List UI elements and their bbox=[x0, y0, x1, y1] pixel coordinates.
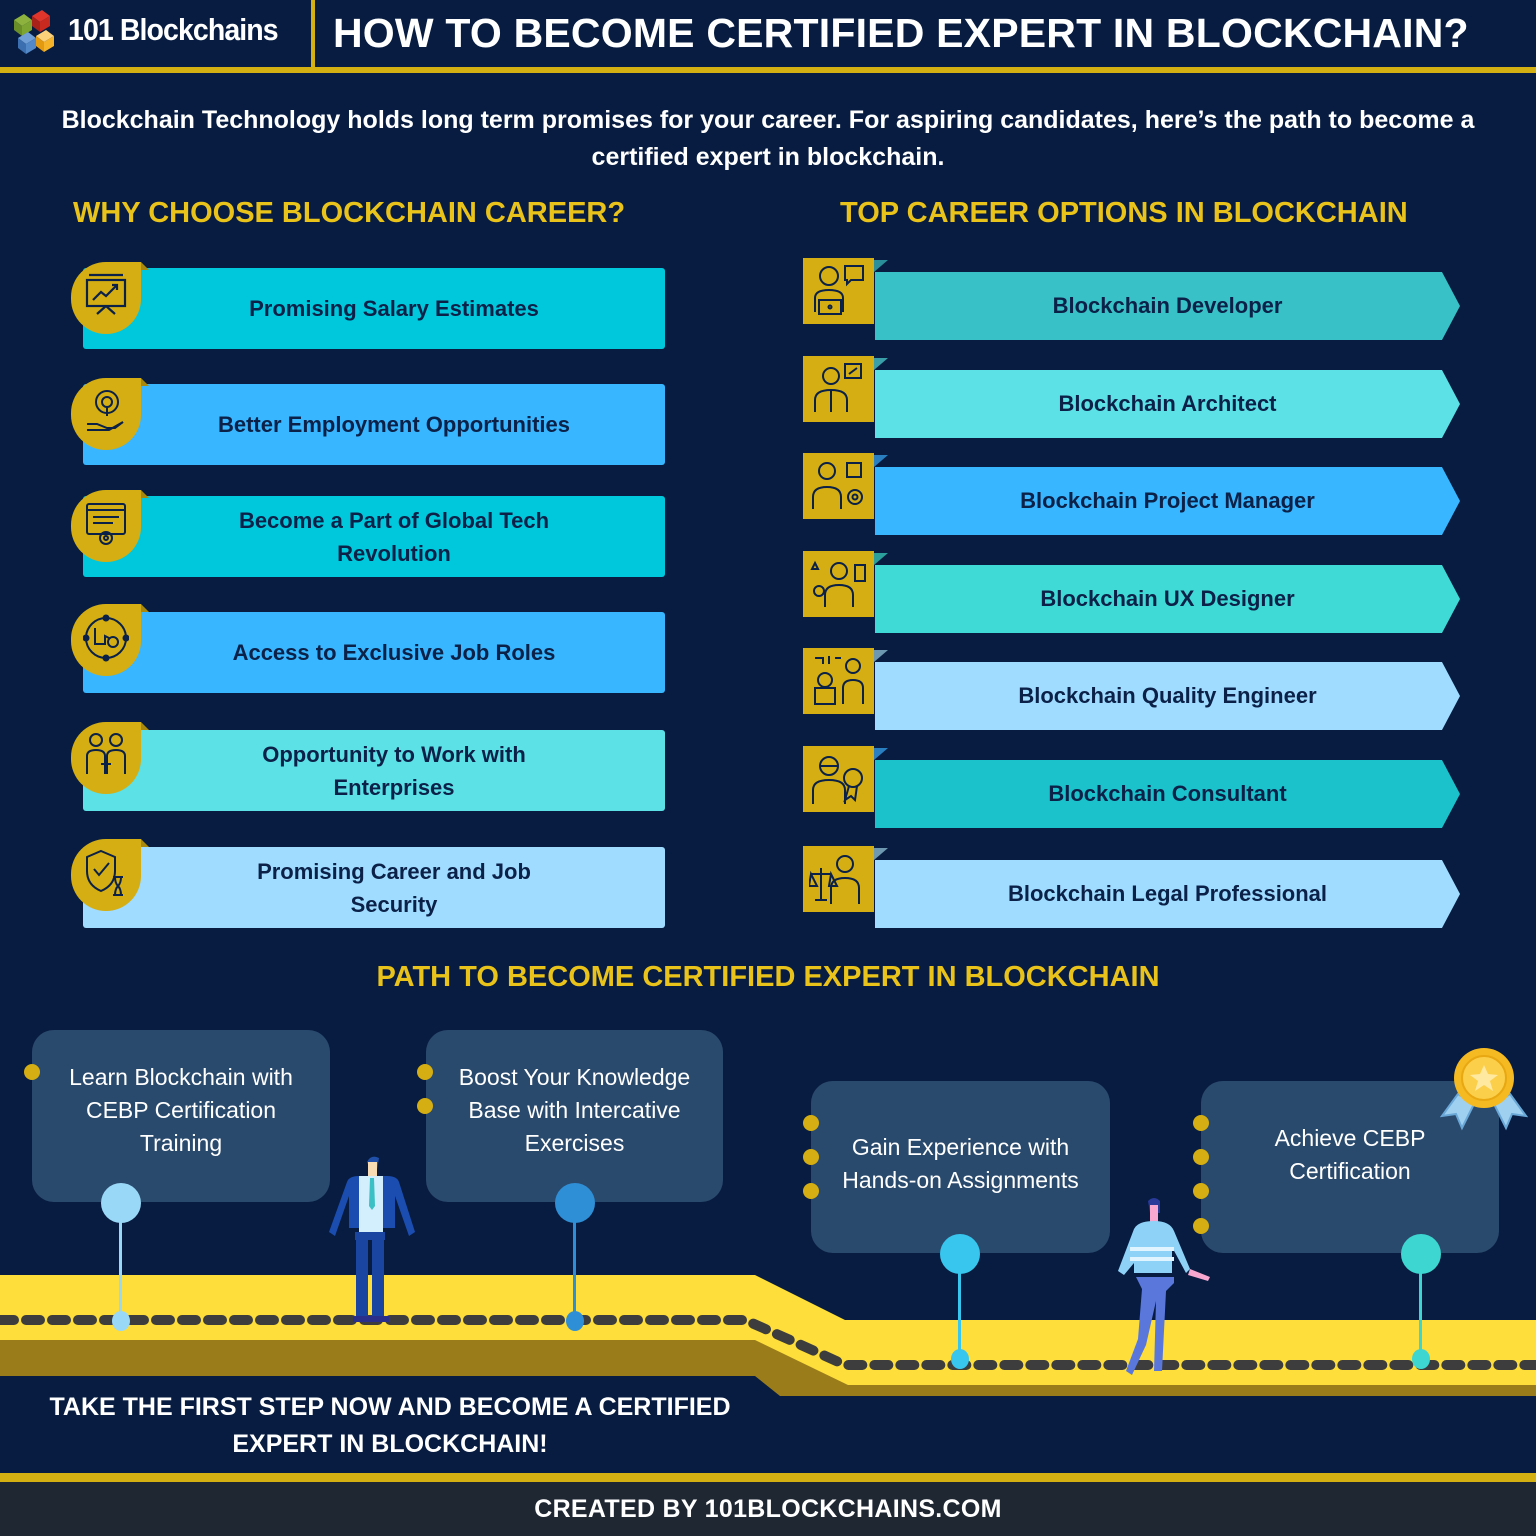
career-item-ux-designer: Blockchain UX Designer bbox=[875, 565, 1460, 633]
path-step-label: Achieve CEBP Certification bbox=[1274, 1125, 1426, 1184]
path-step-1-card: Learn Blockchain with CEBP Certification… bbox=[32, 1030, 330, 1202]
why-item-label: Promising Career and Job Security bbox=[257, 858, 531, 917]
medal-icon bbox=[1440, 1048, 1528, 1131]
why-item-security: Promising Career and Job Security bbox=[83, 847, 665, 928]
why-item-label: Better Employment Opportunities bbox=[217, 412, 571, 437]
career-item-label: Blockchain Legal Professional bbox=[1007, 881, 1328, 906]
career-item-label: Blockchain Quality Engineer bbox=[1018, 683, 1317, 708]
step-2-line bbox=[573, 1220, 576, 1312]
dot-decoration bbox=[417, 1064, 433, 1080]
career-item-developer: Blockchain Developer bbox=[875, 272, 1460, 340]
why-item-job-roles: Access to Exclusive Job Roles bbox=[83, 612, 665, 693]
intro-text: Blockchain Technology holds long term pr… bbox=[61, 106, 1475, 171]
fold-decoration bbox=[874, 650, 888, 662]
career-item-label: Blockchain Architect bbox=[1058, 391, 1277, 416]
path-step-3-card: Gain Experience with Hands-on Assignment… bbox=[811, 1081, 1110, 1253]
designer-icon bbox=[803, 551, 874, 617]
dot-decoration bbox=[803, 1149, 819, 1165]
fold-decoration bbox=[874, 358, 888, 370]
manager-gear-icon bbox=[803, 453, 874, 519]
path-step-label: Gain Experience with Hands-on Assignment… bbox=[842, 1134, 1079, 1193]
step-4-line bbox=[1419, 1270, 1422, 1356]
dot-decoration bbox=[24, 1064, 40, 1080]
why-item-revolution: Become a Part of Global Tech Revolution bbox=[83, 496, 665, 577]
page-title: HOW TO BECOME CERTIFIED EXPERT IN BLOCKC… bbox=[333, 10, 1469, 56]
architect-icon bbox=[803, 356, 874, 422]
why-item-label: Opportunity to Work with Enterprises bbox=[262, 741, 526, 800]
career-item-legal-professional: Blockchain Legal Professional bbox=[875, 860, 1460, 928]
step-4-anchor bbox=[1412, 1349, 1430, 1369]
dot-decoration bbox=[1193, 1115, 1209, 1131]
factory-gear-icon bbox=[71, 604, 149, 676]
dot-decoration bbox=[417, 1098, 433, 1114]
businessman-figure-icon bbox=[329, 1156, 415, 1322]
step-4-marker bbox=[1401, 1234, 1441, 1274]
fold-decoration bbox=[874, 553, 888, 565]
dot-decoration bbox=[1193, 1149, 1209, 1165]
footer-divider bbox=[0, 1473, 1536, 1482]
gear-hand-icon bbox=[71, 378, 149, 450]
career-item-consultant: Blockchain Consultant bbox=[875, 760, 1460, 828]
dot-decoration bbox=[803, 1115, 819, 1131]
walking-person-figure-icon bbox=[1118, 1198, 1210, 1375]
footer-bar: CREATED BY 101BLOCKCHAINS.COM bbox=[0, 1482, 1536, 1536]
header-bar: 101 Blockchains HOW TO BECOME CERTIFIED … bbox=[0, 0, 1536, 74]
lawyer-scale-icon bbox=[803, 846, 874, 912]
career-item-label: Blockchain Consultant bbox=[1048, 781, 1287, 806]
step-2-anchor bbox=[566, 1311, 584, 1331]
step-1-line bbox=[119, 1220, 122, 1312]
step-2-marker bbox=[555, 1183, 595, 1223]
career-item-label: Blockchain Project Manager bbox=[1020, 488, 1315, 513]
path-step-2-card: Boost Your Knowledge Base with Intercati… bbox=[426, 1030, 723, 1202]
why-item-employment: Better Employment Opportunities bbox=[83, 384, 665, 465]
why-item-label: Become a Part of Global Tech Revolution bbox=[238, 507, 550, 566]
step-3-marker bbox=[940, 1234, 980, 1274]
step-3-anchor bbox=[951, 1349, 969, 1369]
why-item-label: Access to Exclusive Job Roles bbox=[232, 640, 556, 665]
developer-laptop-icon bbox=[803, 258, 874, 324]
fold-decoration bbox=[874, 748, 888, 760]
career-item-architect: Blockchain Architect bbox=[875, 370, 1460, 438]
footer-credit: CREATED BY 101BLOCKCHAINS.COM bbox=[534, 1494, 1002, 1523]
why-item-salary: Promising Salary Estimates bbox=[83, 268, 665, 349]
dot-decoration bbox=[1193, 1183, 1209, 1199]
career-item-project-manager: Blockchain Project Manager bbox=[875, 467, 1460, 535]
header-divider bbox=[311, 0, 315, 69]
path-step-label: Learn Blockchain with CEBP Certification… bbox=[69, 1063, 293, 1156]
brand-name: 101 Blockchains bbox=[68, 12, 279, 47]
dot-decoration bbox=[1193, 1218, 1209, 1234]
step-1-anchor bbox=[112, 1311, 130, 1331]
presentation-chart-icon bbox=[71, 262, 149, 334]
fold-decoration bbox=[874, 260, 888, 272]
why-item-label: Promising Salary Estimates bbox=[249, 296, 539, 321]
shield-hourglass-icon bbox=[71, 839, 149, 911]
header-underline bbox=[0, 67, 1536, 73]
web-gear-icon bbox=[71, 490, 149, 562]
consultant-award-icon bbox=[803, 746, 874, 812]
path-section-title: PATH TO BECOME CERTIFIED EXPERT IN BLOCK… bbox=[376, 961, 1160, 993]
fold-decoration bbox=[874, 848, 888, 860]
handshake-people-icon bbox=[71, 722, 149, 794]
engineer-circuit-icon bbox=[803, 648, 874, 714]
path-step-label: Boost Your Knowledge Base with Intercati… bbox=[458, 1063, 691, 1156]
why-section-title: WHY CHOOSE BLOCKCHAIN CAREER? bbox=[73, 197, 626, 229]
cubes-logo-icon bbox=[14, 10, 54, 54]
career-item-quality-engineer: Blockchain Quality Engineer bbox=[875, 662, 1460, 730]
dot-decoration bbox=[803, 1183, 819, 1199]
call-to-action: TAKE THE FIRST STEP NOW AND BECOME A CER… bbox=[49, 1393, 731, 1458]
career-item-label: Blockchain Developer bbox=[1052, 293, 1283, 318]
fold-decoration bbox=[874, 455, 888, 467]
step-3-line bbox=[958, 1270, 961, 1356]
careers-section-title: TOP CAREER OPTIONS IN BLOCKCHAIN bbox=[840, 197, 1408, 229]
career-item-label: Blockchain UX Designer bbox=[1040, 586, 1295, 611]
step-1-marker bbox=[101, 1183, 141, 1223]
why-item-enterprises: Opportunity to Work with Enterprises bbox=[83, 730, 665, 811]
